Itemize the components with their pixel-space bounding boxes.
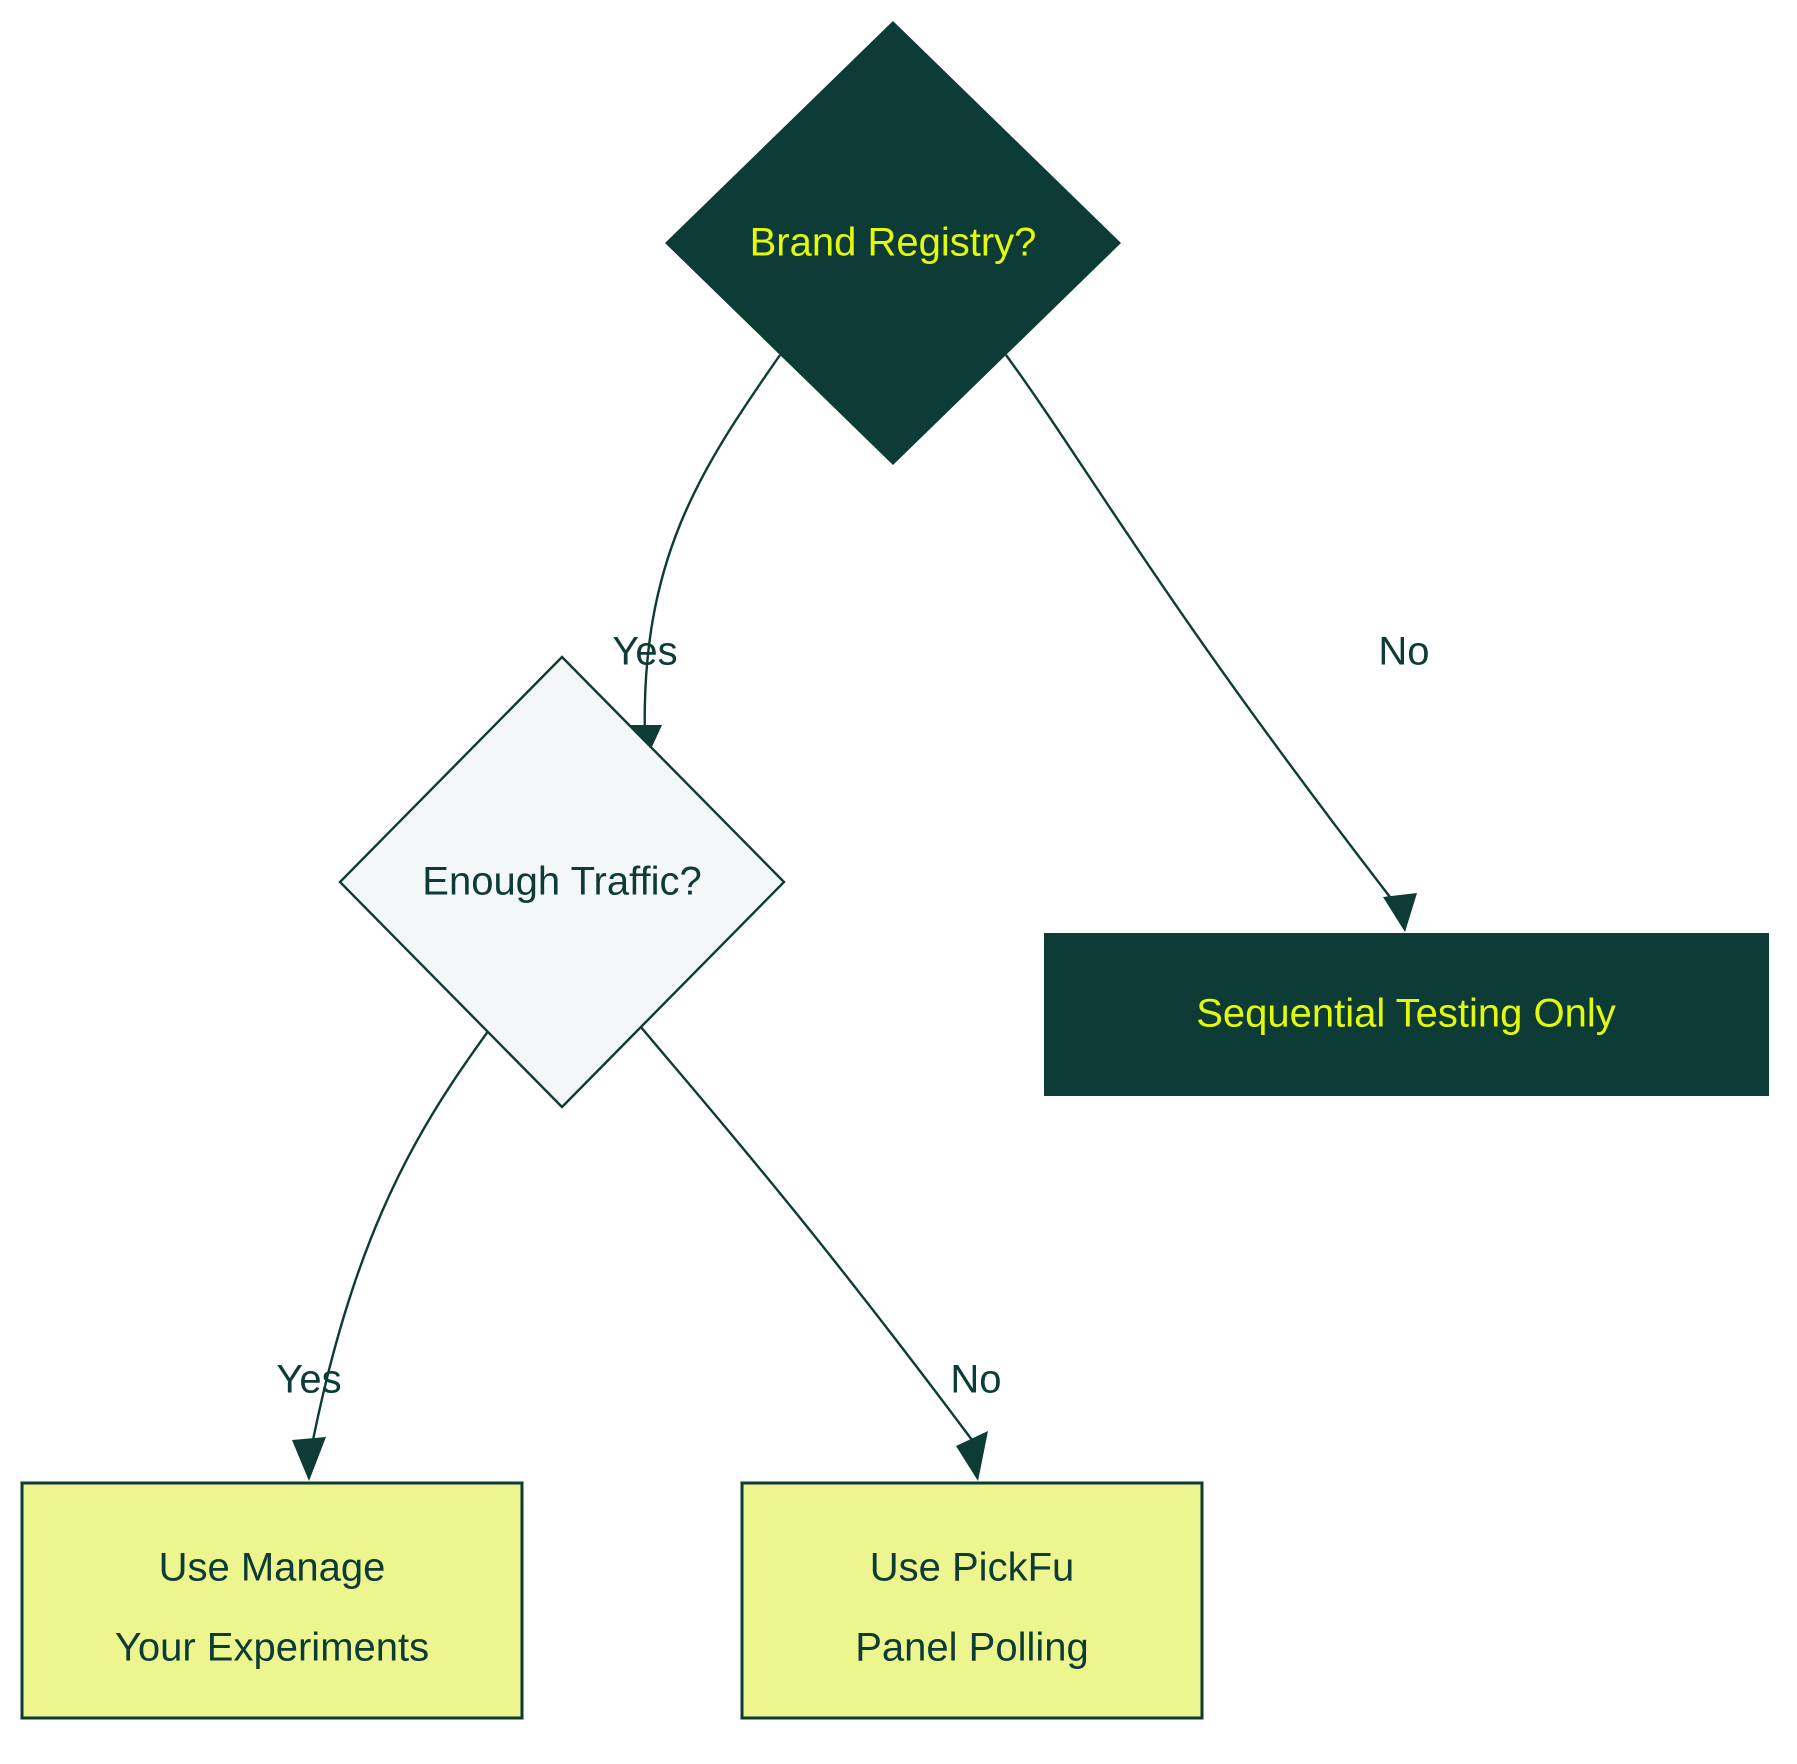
node-label-enough-traffic: Enough Traffic? [422,860,701,904]
node-brand-registry[interactable]: Brand Registry? [665,21,1121,465]
edge-enough-traffic-yes [292,1007,506,1481]
node-label-sequential-testing-only: Sequential Testing Only [1196,992,1616,1036]
diamond-shape-enough-traffic[interactable] [338,655,786,1109]
edge-brand-registry-yes [628,354,781,762]
arrowhead-traffic-no [956,1431,988,1481]
node-enough-traffic[interactable]: Enough Traffic? [338,655,786,1109]
edge-path-brand-yes [643,354,781,741]
edge-label-brand-yes: Yes [612,630,677,674]
arrowhead-traffic-yes [292,1437,326,1481]
node-label-use-manage-line1: Use Manage [159,1546,386,1590]
node-sequential-testing-only[interactable]: Sequential Testing Only [1044,933,1769,1096]
diamond-shape-brand-registry[interactable] [665,21,1121,465]
node-use-pickfu-panel-polling[interactable]: Use PickFu Panel Polling [740,1481,1204,1720]
edge-label-traffic-yes: Yes [276,1358,341,1402]
arrowhead-brand-no [1383,893,1417,932]
edge-label-brand-no: No [1378,630,1429,674]
node-use-manage-your-experiments[interactable]: Use Manage Your Experiments [20,1481,524,1720]
node-label-use-pickfu-line1: Use PickFu [870,1546,1075,1590]
edge-enough-traffic-no [624,1007,988,1481]
edge-path-brand-no [1005,354,1401,911]
rect-shape-use-pickfu-panel-polling[interactable] [740,1481,1204,1720]
edge-path-traffic-no [624,1007,973,1441]
rect-shape-sequential-testing-only[interactable] [1044,933,1769,1096]
node-label-use-manage-line2: Your Experiments [115,1626,429,1670]
node-label-use-pickfu-line2: Panel Polling [855,1626,1089,1670]
rect-shape-use-manage-your-experiments[interactable] [20,1481,524,1720]
edge-label-traffic-no: No [950,1358,1001,1402]
edge-path-traffic-yes [311,1007,506,1441]
node-label-brand-registry: Brand Registry? [750,221,1037,265]
edge-brand-registry-no [1005,354,1417,932]
